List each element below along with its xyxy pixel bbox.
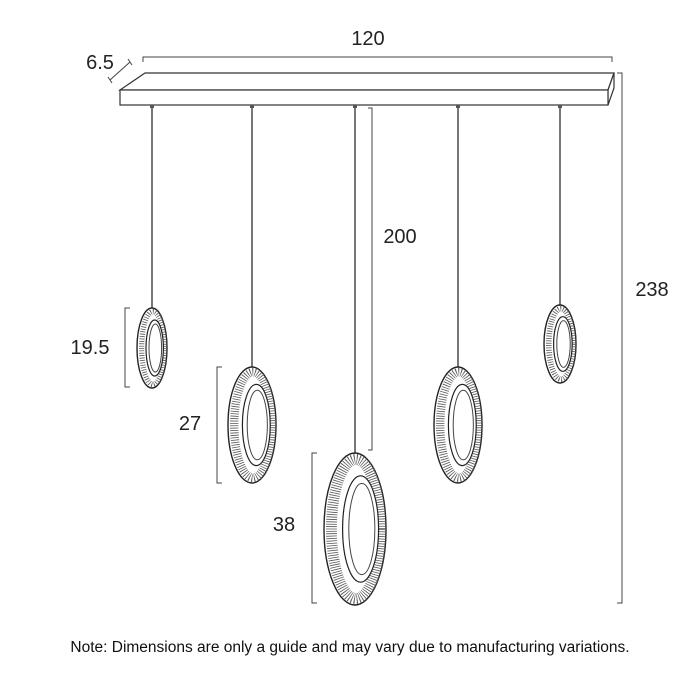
medium-pendant-label: 27 <box>179 413 201 435</box>
pendant-light-2 <box>227 105 277 484</box>
disclaimer-note: Note: Dimensions are only a guide and ma… <box>70 639 630 656</box>
pendant-light-3 <box>323 105 387 606</box>
overall-height-label: 238 <box>635 279 668 301</box>
dimension-lines <box>107 56 623 604</box>
cord-drop-label: 200 <box>383 226 416 248</box>
large-pendant-label: 38 <box>273 514 295 536</box>
width-label: 120 <box>351 28 384 50</box>
pendant-light-4 <box>433 105 483 484</box>
pendant-light-5 <box>543 105 577 384</box>
pendant-light-1 <box>136 105 168 389</box>
ceiling-canopy-bar <box>118 72 615 106</box>
small-pendant-label: 19.5 <box>71 337 110 359</box>
depth-label: 6.5 <box>86 52 114 74</box>
